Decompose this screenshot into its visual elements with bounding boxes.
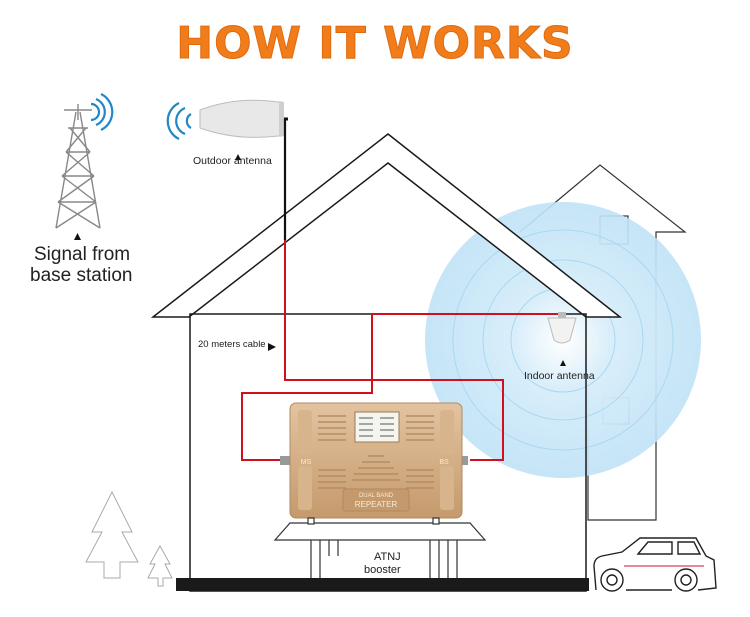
- indoor-antenna-icon: [547, 312, 577, 344]
- repeater-device: DUAL BAND REPEATER MS BS: [280, 402, 468, 519]
- cable-route: [241, 240, 560, 461]
- indoor-antenna-label: Indoor antenna: [524, 370, 595, 382]
- outdoor-antenna-icon: [199, 99, 288, 240]
- port-ms-label: MS: [301, 459, 312, 466]
- car-icon: [593, 537, 717, 592]
- repeater-band-text: DUAL BAND: [359, 493, 394, 499]
- outdoor-antenna-label: Outdoor antenna: [193, 155, 272, 167]
- booster-label-line2: booster: [364, 564, 401, 576]
- signal-pointer-icon: [74, 233, 81, 240]
- signal-label-line2: base station: [30, 265, 133, 286]
- signal-label-line1: Signal from: [34, 244, 131, 265]
- cable-pointer-icon: [268, 343, 276, 351]
- page-title: HOW IT WORKS: [176, 18, 574, 70]
- tree-large-icon: [85, 490, 139, 579]
- repeater-lcd-screen: [354, 411, 400, 443]
- outdoor-pointer-icon: [235, 154, 241, 160]
- port-bs-label: BS: [439, 459, 449, 466]
- cable-label: 20 meters cable: [198, 339, 266, 350]
- booster-label-line1: ATNJ: [374, 551, 401, 563]
- antenna-signal-waves-icon: [166, 102, 192, 140]
- tower-signal-waves-icon: [90, 93, 114, 131]
- tree-small-icon: [147, 544, 173, 587]
- indoor-pointer-icon: [560, 360, 566, 366]
- repeater-name-text: REPEATER: [355, 500, 398, 509]
- table: [273, 517, 487, 578]
- cell-tower-icon: [55, 104, 101, 229]
- floor: [176, 578, 589, 591]
